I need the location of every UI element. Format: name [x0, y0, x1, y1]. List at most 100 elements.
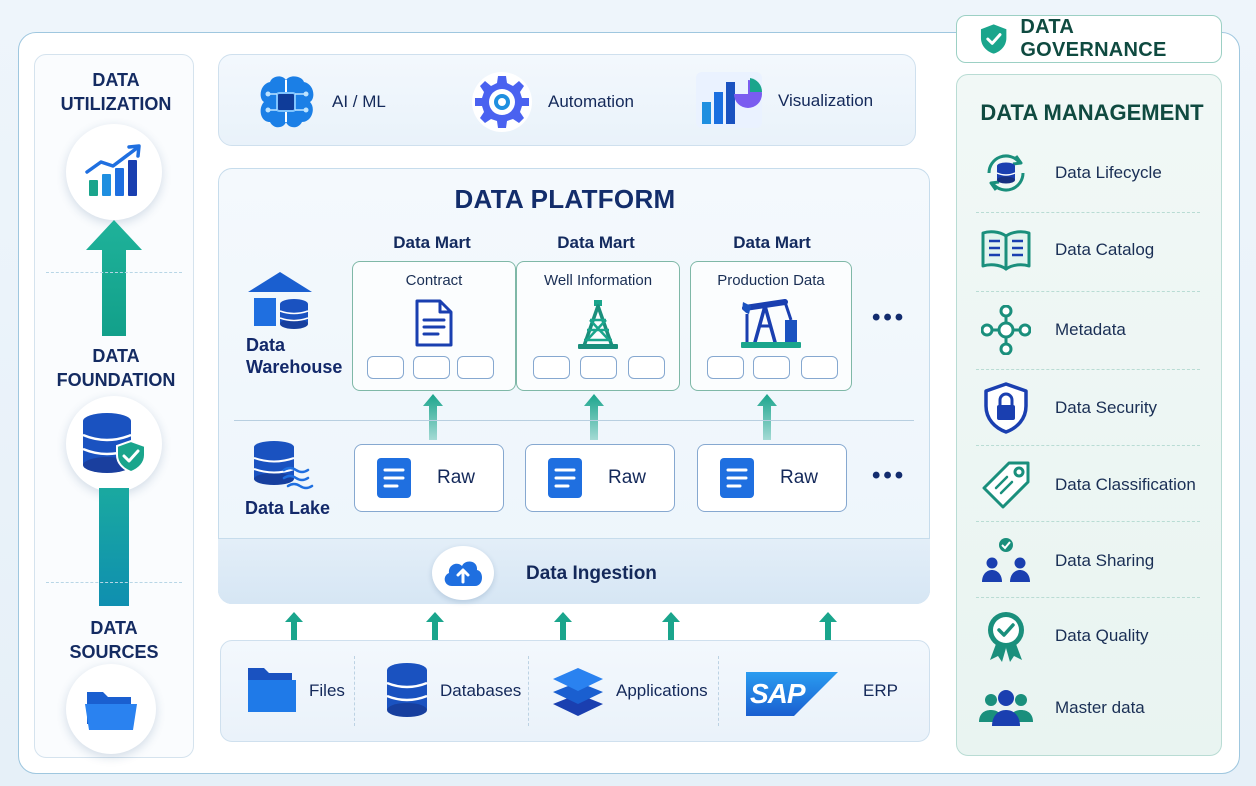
shield-lock-icon — [984, 382, 1028, 434]
source-label: Databases — [440, 681, 522, 700]
mgmt-item-data-quality: Data Quality — [976, 610, 1200, 662]
growth-chart-icon — [85, 144, 141, 196]
data-mart-label: Data Mart — [393, 233, 471, 252]
utilization-bar — [218, 54, 916, 146]
raw-zone-card: Raw — [525, 444, 675, 512]
file-icon — [548, 458, 582, 498]
dashboard-chart-icon — [696, 72, 763, 128]
sap-logo: SAP — [746, 672, 838, 716]
database-shield-icon — [82, 413, 146, 474]
badge-check-icon — [988, 612, 1024, 662]
util-label: Automation — [548, 92, 634, 111]
source-separator — [718, 656, 719, 726]
data-lake-label: Data Lake — [245, 498, 331, 518]
data-mart-card-production-data: Production Data — [690, 261, 852, 391]
raw-label: Raw — [780, 467, 819, 488]
mgmt-divider — [976, 369, 1200, 370]
data-mart-card-contract: Contract — [352, 261, 516, 391]
sources-circle — [66, 664, 156, 754]
tag-icon — [982, 461, 1030, 509]
arrow-up-icon — [819, 612, 837, 640]
mgmt-label: Data Catalog — [1055, 240, 1155, 259]
ai-brain-icon — [260, 76, 314, 128]
util-item-automation: Automation — [470, 70, 634, 134]
mart-slot — [628, 356, 665, 379]
cloud-upload-icon — [444, 561, 483, 586]
data-sources-label: DATA SOURCES — [69, 618, 159, 662]
mgmt-item-data-classification: Data Classification — [976, 460, 1200, 510]
foundation-circle — [66, 396, 162, 492]
sap-logo-shape — [746, 672, 838, 716]
source-separator — [354, 656, 355, 726]
mgmt-item-master-data: Master data — [976, 688, 1200, 728]
data-governance-title: DATA GOVERNANCE — [1020, 16, 1167, 61]
shield-check-icon — [980, 24, 1007, 54]
arrow-up-icon — [554, 612, 572, 640]
data-warehouse-label: Data Warehouse — [246, 335, 343, 377]
folder-icon — [85, 692, 137, 730]
mart-slot — [367, 356, 404, 379]
arrow-up-icon — [662, 612, 680, 640]
warehouse-icon — [248, 272, 312, 329]
arrow-up-icon — [423, 394, 443, 440]
mart-slot — [533, 356, 570, 379]
data-ingestion-band — [218, 538, 930, 604]
data-management-title: DATA MANAGEMENT — [980, 100, 1204, 125]
mart-slot — [707, 356, 744, 379]
arrow-up-icon — [426, 612, 444, 640]
database-icon — [386, 663, 428, 717]
network-icon — [981, 305, 1031, 355]
raw-label: Raw — [608, 467, 647, 488]
mgmt-label: Data Quality — [1055, 626, 1149, 645]
data-lake-icon — [253, 441, 314, 490]
mgmt-divider — [976, 445, 1200, 446]
left-divider — [46, 272, 182, 273]
folder-icon — [248, 668, 296, 712]
mart-slot — [413, 356, 450, 379]
utilization-circle — [66, 124, 162, 220]
more-raw-ellipsis: ••• — [872, 462, 907, 489]
mgmt-label: Data Classification — [1055, 475, 1196, 494]
mart-card-title: Contract — [405, 272, 463, 289]
data-foundation-label: DATA FOUNDATION — [56, 346, 176, 390]
mart-slot — [580, 356, 617, 379]
mart-slot — [801, 356, 838, 379]
book-icon — [981, 230, 1031, 271]
layers-icon — [553, 668, 603, 716]
source-label: Applications — [616, 681, 708, 700]
mgmt-label: Master data — [1055, 698, 1145, 717]
arrow-up-icon — [757, 394, 777, 440]
utilization-up-arrow — [86, 220, 142, 336]
ingestion-icon-circle — [432, 546, 494, 600]
mgmt-divider — [976, 597, 1200, 598]
mgmt-item-data-catalog: Data Catalog — [976, 228, 1200, 272]
people-share-icon — [982, 538, 1030, 582]
document-icon — [415, 299, 453, 347]
mgmt-divider — [976, 212, 1200, 213]
mgmt-item-data-sharing: Data Sharing — [976, 536, 1200, 586]
arrow-up-icon — [285, 612, 303, 640]
left-divider — [46, 582, 182, 583]
mart-slot — [457, 356, 494, 379]
mgmt-label: Metadata — [1055, 320, 1126, 339]
mgmt-divider — [976, 291, 1200, 292]
mgmt-label: Data Sharing — [1055, 551, 1155, 570]
gear-icon — [472, 72, 532, 132]
platform-divider — [234, 420, 914, 421]
mgmt-item-metadata: Metadata — [976, 305, 1200, 355]
pumpjack-icon — [741, 299, 801, 348]
mart-slot — [753, 356, 790, 379]
data-governance-tab: DATA GOVERNANCE — [956, 15, 1222, 63]
file-icon — [720, 458, 754, 498]
source-separator — [528, 656, 529, 726]
data-mart-card-well-information: Well Information — [516, 261, 680, 391]
mgmt-item-data-security: Data Security — [976, 382, 1200, 434]
mgmt-divider — [976, 521, 1200, 522]
mgmt-label: Data Lifecycle — [1055, 163, 1162, 182]
lifecycle-icon — [987, 154, 1025, 192]
file-icon — [377, 458, 411, 498]
data-mart-label: Data Mart — [733, 233, 811, 252]
source-label: Files — [309, 681, 345, 700]
mart-card-title: Production Data — [717, 272, 825, 289]
mgmt-item-data-lifecycle: Data Lifecycle — [976, 148, 1200, 198]
